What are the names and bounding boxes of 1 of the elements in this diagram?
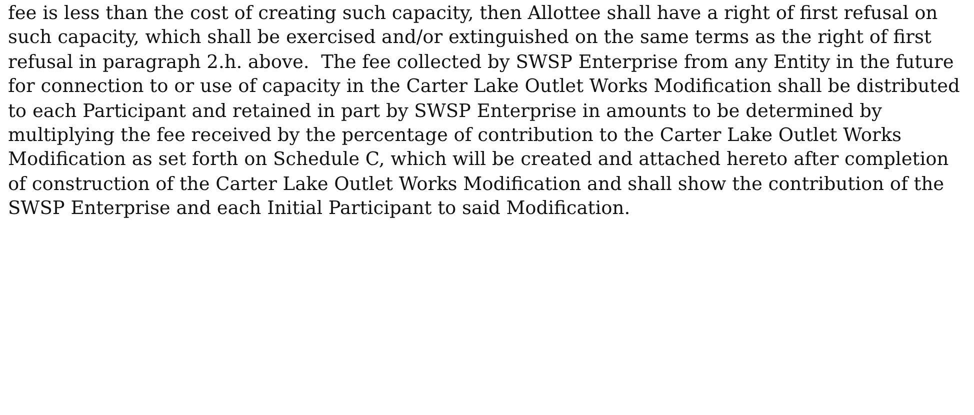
- body-paragraph: fee is less than the cost of creating such capacity, then Allottee shall have a right of first refusal on such capacity, which shall be exercised and/or extinguished on the same terms as the right of first refusal in paragraph 2.h. above. The fee collected by SWSP Enterprise from any Entity in the future for connection to or use of capacity in the Carter Lake Outlet Works Modification shall be distributed to each Participant and retained in part by SWSP Enterprise in amounts to be determined by multiplying the fee received by the percentage of contribution to the Carter Lake Outlet Works Modification as set forth on Schedule C, which will be created and attached hereto after completion of construction of the Carter Lake Outlet Works Modification and shall show the contribution of the SWSP Enterprise and each Initial Participant to said Modification.: [8, 2, 961, 222]
